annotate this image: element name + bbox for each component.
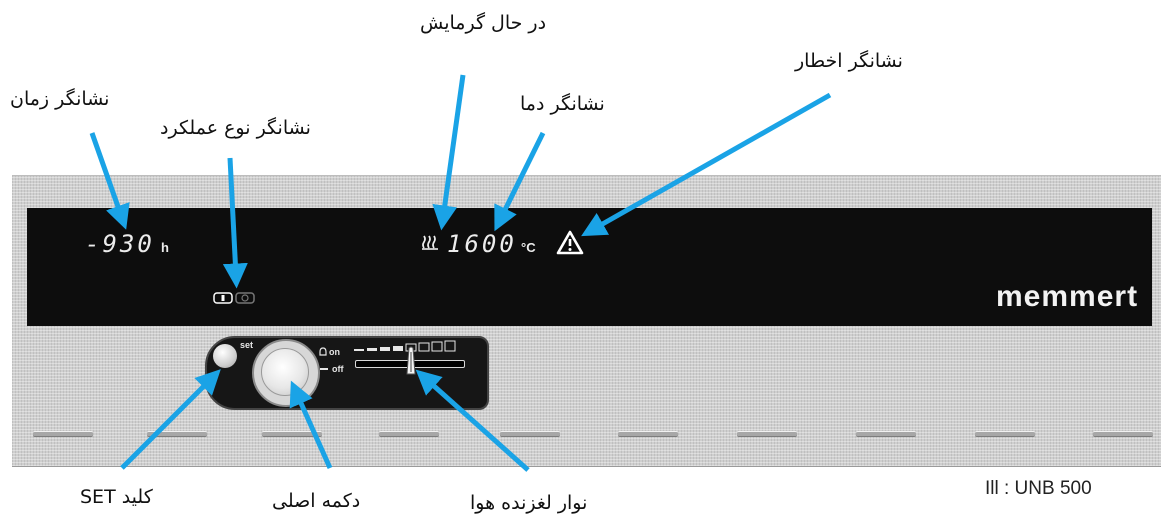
vent-slot <box>500 431 560 437</box>
off-text: off <box>332 364 344 374</box>
arrow-time <box>89 132 130 230</box>
temperature-unit: °C <box>521 240 536 255</box>
vent-slot <box>33 431 93 437</box>
main-button-label: دکمه اصلی <box>272 490 361 512</box>
vent-slot <box>147 431 207 437</box>
warning-icon <box>556 230 584 255</box>
vent-slot <box>975 431 1035 437</box>
heating-label: در حال گرمایش <box>420 12 547 34</box>
on-text: on <box>329 347 340 357</box>
arrow-temperature <box>494 131 546 232</box>
heating-icon <box>422 235 438 250</box>
arrow-mode <box>222 157 248 289</box>
vent-slot <box>1093 431 1153 437</box>
set-key-label: کلید SET <box>80 486 153 508</box>
off-dash-icon <box>320 368 328 370</box>
fan-level-indicator <box>354 340 456 352</box>
time-readout: -930 <box>85 230 155 258</box>
warning-indicator-label: نشانگر اخطار <box>795 50 903 72</box>
time-indicator-label: نشانگر زمان <box>10 88 110 110</box>
arrow-warning <box>581 92 832 237</box>
set-text: set <box>240 340 254 350</box>
vent-slot <box>618 431 678 437</box>
set-button[interactable] <box>213 344 237 368</box>
arrow-set <box>120 369 221 470</box>
brand-logo: memmert <box>996 280 1139 313</box>
time-unit: h <box>161 240 169 255</box>
on-bell-icon <box>319 347 327 356</box>
main-power-knob[interactable] <box>261 348 309 396</box>
arrow-heating <box>432 74 466 231</box>
mode-indicator-label: نشانگر نوع عملکرد <box>160 117 311 139</box>
arrow-slider <box>415 369 530 472</box>
temperature-readout: 1600 <box>447 230 517 258</box>
manual-mode-icon <box>213 292 233 304</box>
fan-slider-label: نوار لغزنده هوا <box>470 492 588 514</box>
arrow-main <box>289 380 333 470</box>
temp-indicator-label: نشانگر دما <box>520 93 605 115</box>
vent-slot <box>379 431 439 437</box>
vent-slot <box>856 431 916 437</box>
vent-slot <box>262 431 322 437</box>
figure-caption: Ill : UNB 500 <box>985 478 1092 499</box>
vent-slot <box>737 431 797 437</box>
timer-mode-icon <box>235 292 255 304</box>
fan-slider-handle[interactable] <box>404 346 418 376</box>
